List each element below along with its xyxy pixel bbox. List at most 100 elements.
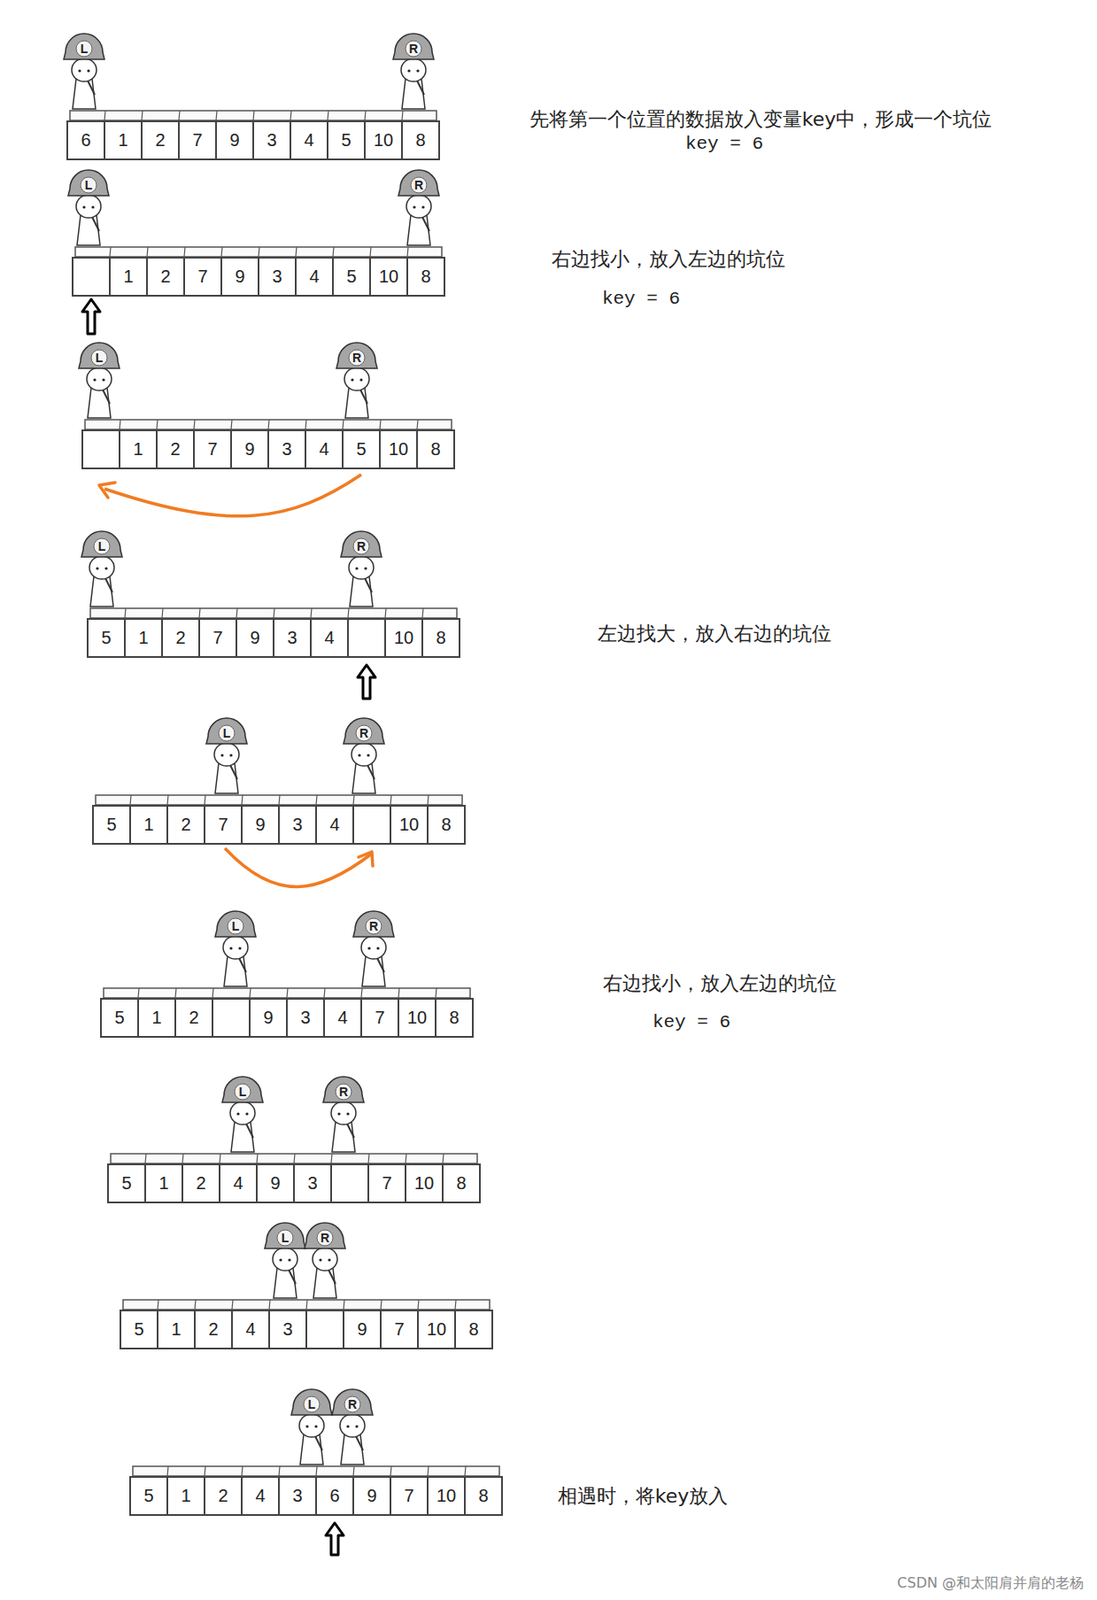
cell-value: 8 bbox=[420, 266, 431, 287]
ledge-divider bbox=[193, 419, 195, 430]
helmet bbox=[393, 33, 434, 60]
ledge-divider bbox=[293, 1153, 295, 1164]
array-cell: 10 bbox=[378, 429, 418, 470]
watermark: CSDN @和太阳肩并肩的老杨 bbox=[896, 1574, 1084, 1593]
array-cell: 4 bbox=[294, 256, 334, 297]
pit-arrow bbox=[82, 299, 101, 334]
ledge-divider bbox=[343, 1299, 345, 1310]
array-ledge bbox=[75, 247, 442, 257]
helmet-letter: L bbox=[239, 1084, 248, 1099]
cell-value: 8 bbox=[430, 439, 441, 460]
array-cell: 7 bbox=[367, 1163, 407, 1204]
helmet bbox=[206, 718, 248, 744]
cell-value: 7 bbox=[393, 1319, 404, 1340]
array-ledge bbox=[95, 795, 463, 805]
figure-eye bbox=[407, 69, 410, 72]
ledge-divider bbox=[405, 1153, 407, 1164]
move-arrow bbox=[224, 848, 372, 888]
figure-eye bbox=[359, 378, 363, 381]
cell-value: 6 bbox=[80, 130, 91, 151]
helmet-badge bbox=[80, 177, 97, 194]
figure-eye bbox=[104, 566, 108, 570]
helmet-badge bbox=[93, 538, 110, 555]
helmet-badge bbox=[335, 1083, 352, 1100]
ledge-divider bbox=[141, 110, 143, 121]
array-cell: 5 bbox=[332, 256, 371, 297]
ledge-divider bbox=[361, 988, 363, 998]
cell-value: 9 bbox=[262, 1007, 273, 1028]
ledge-divider bbox=[427, 795, 429, 805]
array-cell: 1 bbox=[118, 429, 158, 470]
figure-eye bbox=[421, 205, 425, 209]
cell-value: 10 bbox=[436, 1485, 456, 1507]
array-cell: 2 bbox=[146, 256, 186, 297]
array-cell: 7 bbox=[360, 997, 400, 1038]
figure-strap bbox=[377, 957, 385, 973]
array-cell: 7 bbox=[183, 256, 223, 297]
helmet-letter: L bbox=[80, 41, 89, 56]
figure-eye bbox=[92, 378, 96, 381]
array-cell: 1 bbox=[108, 256, 148, 297]
figure-strap bbox=[87, 80, 95, 95]
figure-eye bbox=[220, 753, 224, 757]
helmet-badge bbox=[227, 918, 244, 935]
cell-value: 5 bbox=[121, 1173, 132, 1194]
cell-value: 4 bbox=[337, 1007, 348, 1028]
ledge-divider bbox=[212, 988, 214, 998]
ledge-divider bbox=[175, 988, 177, 998]
figure-eye bbox=[77, 69, 81, 72]
figure-eye bbox=[416, 69, 419, 72]
array-cell: 4 bbox=[323, 997, 363, 1038]
move-arrow-head bbox=[358, 851, 373, 866]
figure-eye bbox=[346, 1424, 349, 1428]
figure-face bbox=[89, 556, 115, 580]
ledge-divider bbox=[167, 1466, 169, 1476]
array-cell: 3 bbox=[252, 120, 292, 161]
array-cell: 1 bbox=[144, 1163, 184, 1204]
cell-value: 5 bbox=[143, 1485, 154, 1507]
figure-face bbox=[406, 194, 432, 218]
cell-value: 8 bbox=[435, 627, 446, 649]
helmet-letter: L bbox=[308, 1397, 317, 1412]
array-cell: 10 bbox=[426, 1475, 466, 1516]
figure-eye bbox=[412, 205, 416, 209]
array-cell: 7 bbox=[193, 429, 232, 470]
array-cell: 3 bbox=[293, 1163, 333, 1204]
cell-value: 1 bbox=[151, 1007, 162, 1028]
helmet bbox=[63, 33, 105, 60]
figure-face bbox=[351, 742, 377, 766]
cell-value: 8 bbox=[478, 1485, 488, 1507]
array-cell: 5 bbox=[341, 429, 381, 470]
empty-cell bbox=[352, 804, 392, 845]
cell-value: 9 bbox=[366, 1485, 377, 1507]
array-cell: 4 bbox=[240, 1475, 280, 1516]
ledge-divider bbox=[398, 988, 400, 998]
cell-value: 5 bbox=[100, 627, 111, 649]
cell-value: 1 bbox=[180, 1485, 191, 1507]
ledge-divider bbox=[417, 1299, 419, 1310]
cell-value: 7 bbox=[217, 814, 228, 835]
cell-value: 2 bbox=[195, 1173, 206, 1194]
empty-cell bbox=[347, 618, 387, 658]
ledge-divider bbox=[401, 110, 403, 121]
helmet-letter: R bbox=[356, 539, 366, 554]
cell-value: 8 bbox=[468, 1319, 479, 1340]
cell-value: 6 bbox=[329, 1485, 340, 1507]
helmet-badge bbox=[365, 918, 382, 935]
array-cell: 10 bbox=[417, 1309, 456, 1350]
helmet bbox=[68, 169, 109, 196]
figure-eye bbox=[95, 566, 99, 570]
array-cell: 2 bbox=[181, 1163, 221, 1204]
ledge-divider bbox=[455, 1299, 456, 1310]
array-cell: 10 bbox=[369, 256, 409, 297]
figure-eye bbox=[366, 753, 370, 757]
array-cell: 10 bbox=[389, 804, 429, 845]
ledge-divider bbox=[199, 608, 201, 619]
cell-value: 5 bbox=[346, 266, 356, 287]
array-cell: 5 bbox=[129, 1475, 169, 1516]
step-note: 右边找小，放入左边的坑位 bbox=[551, 246, 786, 273]
helmet bbox=[78, 342, 120, 369]
ledge-divider bbox=[241, 795, 243, 805]
ledge-divider bbox=[253, 110, 255, 121]
